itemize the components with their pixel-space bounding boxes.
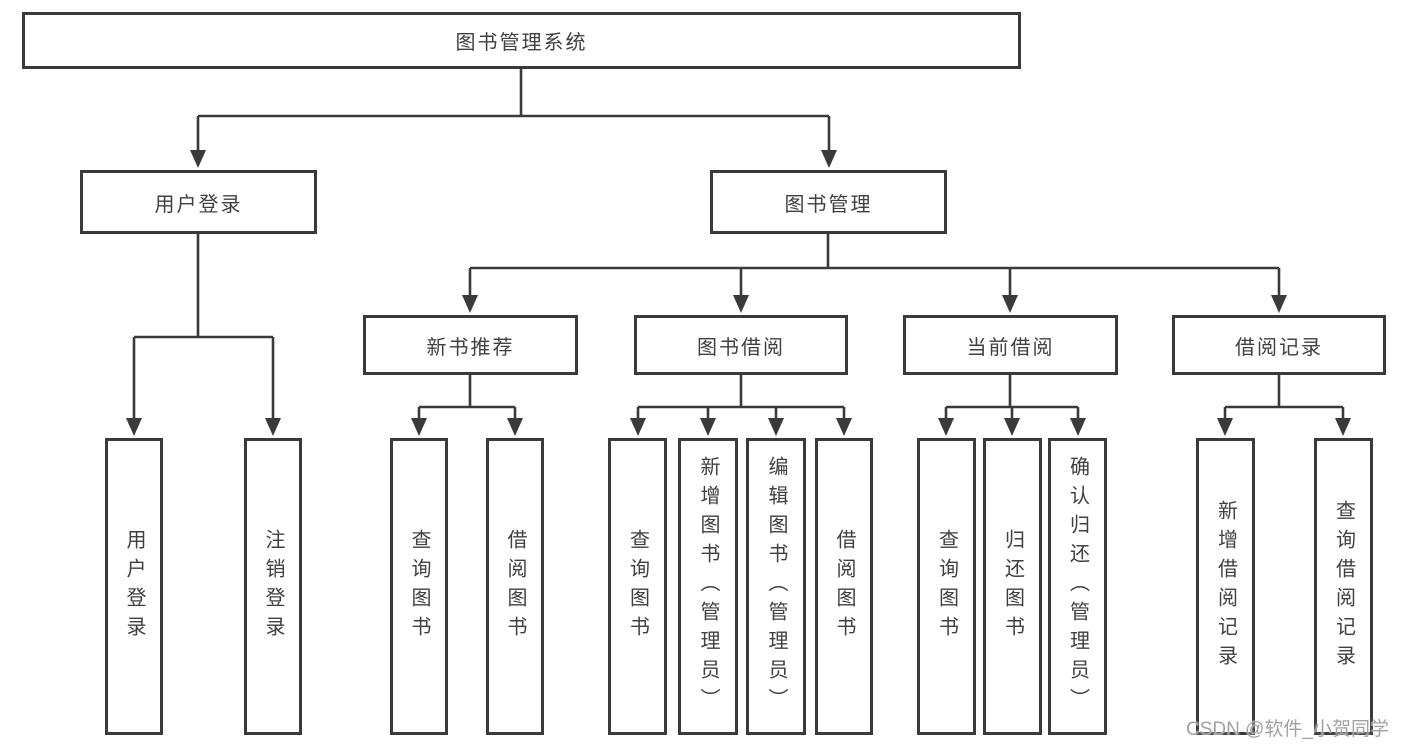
- node-new-book-recommend: 新书推荐: [363, 315, 578, 375]
- arrow-down-icon: [265, 418, 281, 436]
- arrow-down-icon: [1217, 418, 1233, 436]
- arrow-down-icon: [411, 418, 427, 436]
- leaf-query-borrow-record: 查询借阅记录: [1314, 438, 1373, 735]
- arrow-down-icon: [836, 418, 852, 436]
- node-label: 图书管理系统: [455, 32, 588, 54]
- arrow-down-icon: [1002, 295, 1018, 313]
- node-label: 归还图书: [1001, 528, 1024, 645]
- connector-currentborrow-to-leaves: [944, 375, 1080, 420]
- node-label: 新书推荐: [426, 336, 515, 359]
- leaf-add-books-admin: 新增图书（管理员）: [678, 438, 738, 735]
- arrow-down-icon: [630, 418, 646, 436]
- arrow-down-icon: [821, 150, 837, 168]
- node-label: 用户登录: [154, 193, 243, 216]
- csdn-watermark: CSDN @软件_小贺同学: [1186, 719, 1389, 740]
- leaf-logout: 注销登录: [244, 438, 302, 735]
- leaf-query-books-2: 查询图书: [608, 438, 667, 735]
- node-current-borrow: 当前借阅: [903, 315, 1118, 375]
- node-label: 借阅图书: [504, 528, 526, 645]
- arrow-down-icon: [1335, 418, 1351, 436]
- node-borrow-record: 借阅记录: [1172, 315, 1386, 375]
- node-label: 借阅记录: [1235, 336, 1323, 359]
- arrow-down-icon: [700, 418, 716, 436]
- node-label: 当前借阅: [966, 336, 1055, 359]
- connector-bookmgmt-to-level3: [468, 234, 1281, 297]
- node-label: 新增借阅记录: [1214, 499, 1237, 674]
- leaf-borrow-books-1: 借阅图书: [486, 438, 544, 735]
- node-library-system: 图书管理系统: [22, 12, 1021, 69]
- arrow-down-icon: [733, 295, 749, 313]
- node-book-management: 图书管理: [710, 170, 947, 234]
- leaf-query-books-1: 查询图书: [390, 438, 448, 735]
- arrow-down-icon: [126, 418, 142, 436]
- node-label: 图书借阅: [697, 336, 785, 359]
- node-label: 确认归还（管理员）: [1066, 456, 1089, 717]
- leaf-add-borrow-record: 新增借阅记录: [1196, 438, 1255, 735]
- node-label: 查询图书: [626, 528, 649, 645]
- leaf-borrow-books-2: 借阅图书: [815, 438, 873, 735]
- node-label: 查询图书: [935, 528, 958, 645]
- node-user-login: 用户登录: [80, 170, 317, 234]
- connector-root-to-level2: [196, 69, 831, 152]
- node-label: 查询图书: [408, 528, 430, 645]
- leaf-query-books-3: 查询图书: [917, 438, 976, 735]
- connector-borrowrecord-to-leaves: [1223, 375, 1345, 420]
- arrow-down-icon: [190, 150, 206, 168]
- arrow-down-icon: [1004, 418, 1020, 436]
- connector-bookborrow-to-leaves: [636, 375, 846, 420]
- connector-newbook-to-leaves: [417, 375, 517, 420]
- arrow-down-icon: [768, 418, 784, 436]
- node-label: 注销登录: [262, 528, 284, 645]
- node-label: 编辑图书（管理员）: [765, 456, 787, 717]
- node-label: 新增图书（管理员）: [697, 456, 719, 717]
- node-label: 图书管理: [784, 193, 873, 216]
- node-label: 用户登录: [123, 528, 145, 645]
- node-book-borrow: 图书借阅: [634, 315, 848, 375]
- leaf-confirm-return-admin: 确认归还（管理员）: [1048, 438, 1107, 735]
- connector-userlogin-to-leaves: [132, 234, 275, 420]
- leaf-return-books: 归还图书: [983, 438, 1042, 735]
- leaf-user-login: 用户登录: [105, 438, 163, 735]
- arrow-down-icon: [1070, 418, 1086, 436]
- arrow-down-icon: [462, 295, 478, 313]
- arrow-down-icon: [1271, 295, 1287, 313]
- leaf-edit-books-admin: 编辑图书（管理员）: [746, 438, 806, 735]
- node-label: 借阅图书: [833, 528, 855, 645]
- node-label: 查询借阅记录: [1332, 499, 1355, 674]
- arrowheads: [126, 150, 1351, 436]
- arrow-down-icon: [938, 418, 954, 436]
- arrow-down-icon: [507, 418, 523, 436]
